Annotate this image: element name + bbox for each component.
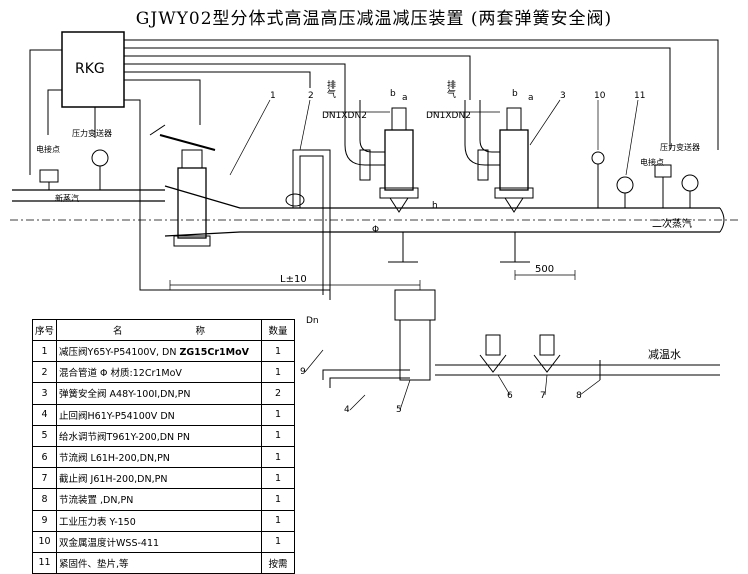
header-qty: 数量	[261, 319, 295, 341]
dimension-lines	[169, 111, 576, 290]
parts-table-header: 序号 名 称 数量	[31, 319, 295, 341]
rkg-label: RKG	[75, 61, 105, 77]
supports	[388, 232, 530, 263]
electric-contact-left: 电接点	[36, 144, 60, 154]
row-name: 给水调节阀T961Y-200,DN PN	[56, 424, 262, 447]
row-material: ZG15Cr1MoV	[179, 347, 249, 359]
row-name: 弹簧安全阀 A48Y-100I,DN,PN	[56, 382, 262, 405]
callout-7: 7	[540, 391, 546, 401]
row-no: 5	[31, 424, 58, 447]
row-qty: 1	[261, 530, 295, 553]
dim-500-label: 500	[535, 264, 554, 275]
row-qty: 1	[261, 509, 295, 532]
row-qty: 按需	[261, 551, 295, 574]
exhaust-label-left: 排气	[325, 79, 336, 98]
row-name: 截止阀 J61H-200,DN,PN	[56, 467, 262, 490]
mixing-pipe	[285, 149, 331, 295]
main-pipe	[10, 185, 740, 237]
header-name-1: 名	[112, 326, 123, 337]
row-name: 止回阀H61Y-P54100V DN	[56, 403, 262, 426]
new-steam-label: 新蒸汽	[55, 193, 79, 203]
callout-9: 9	[300, 367, 306, 377]
dn-water-label: Dn	[306, 316, 319, 326]
row-qty: 1	[261, 424, 295, 447]
b-label-right: b	[512, 89, 518, 99]
row-no: 3	[31, 382, 58, 405]
control-lines	[29, 39, 719, 300]
safety-valve-right	[464, 100, 534, 213]
callout-5: 5	[396, 405, 402, 415]
row-no: 2	[31, 361, 58, 384]
header-name-2: 称	[195, 326, 206, 337]
length-label: L±10	[280, 274, 307, 285]
drawing-title: GJWY02型分体式高温高压减温减压装置 (两套弹簧安全阀)	[135, 9, 613, 29]
row-name: 工业压力表 Y-150	[56, 509, 262, 532]
row-no: 11	[31, 551, 58, 574]
row-no: 10	[31, 530, 58, 553]
water-line	[322, 289, 720, 388]
b-label-left: b	[390, 89, 396, 99]
row-qty: 1	[261, 467, 295, 490]
electric-contact-right: 电接点	[640, 157, 664, 167]
header-no: 序号	[31, 319, 58, 341]
callout-10: 10	[594, 91, 606, 101]
exhaust-label-right: 排气	[445, 79, 456, 98]
callout-3: 3	[560, 91, 566, 101]
a-label-right: a	[528, 93, 534, 103]
row-name: 双金属温度计WSS-411	[56, 530, 262, 553]
dn-label-right: DN1XDN2	[426, 111, 471, 121]
process-diagram: RKG	[10, 31, 740, 415]
callout-leaders	[229, 99, 639, 411]
pressure-reducing-valve	[149, 124, 216, 247]
row-name: 节流装置 ,DN,PN	[56, 488, 262, 511]
safety-valve-left	[344, 100, 419, 213]
secondary-steam-label: 二次蒸汽	[652, 217, 692, 230]
h-label: h	[432, 201, 438, 211]
row-no: 6	[31, 445, 58, 469]
pressure-transmitter-left: 压力变送器	[72, 128, 112, 138]
row-qty: 1	[261, 339, 295, 363]
phi-label: Φ	[372, 225, 379, 235]
row-no: 9	[31, 509, 58, 532]
row-no: 1	[31, 339, 58, 363]
instruments	[39, 149, 699, 208]
row-name: 混合管道 Φ 材质:12Cr1MoV	[56, 361, 262, 384]
dn-label-left: DN1XDN2	[322, 111, 367, 121]
rkg-controller: RKG	[61, 31, 125, 108]
row-name: 减压阀Y65Y-P54100V, DN ZG15Cr1MoV	[56, 339, 262, 363]
row-name: 节流阀 L61H-200,DN,PN	[56, 445, 262, 469]
row-qty: 2	[261, 382, 295, 405]
row-name: 紧固件、垫片,等	[56, 551, 262, 574]
callout-4: 4	[344, 405, 350, 415]
row-qty: 1	[261, 403, 295, 426]
row-no: 8	[31, 488, 58, 511]
row-qty: 1	[261, 361, 295, 384]
desuperheating-water-label: 减温水	[648, 348, 681, 361]
pressure-transmitter-right: 压力变送器	[660, 142, 700, 152]
callout-11: 11	[634, 91, 645, 101]
callout-1: 1	[270, 91, 276, 101]
callout-2: 2	[308, 91, 314, 101]
a-label-left: a	[402, 93, 408, 103]
row-qty: 1	[261, 445, 295, 469]
row-qty: 1	[261, 488, 295, 511]
row-name-text: 减压阀Y65Y-P54100V, DN	[59, 347, 177, 359]
callout-8: 8	[576, 391, 582, 401]
header-name: 名 称	[56, 319, 262, 341]
callout-6: 6	[507, 391, 513, 401]
row-no: 4	[31, 403, 58, 426]
row-no: 7	[31, 467, 58, 490]
